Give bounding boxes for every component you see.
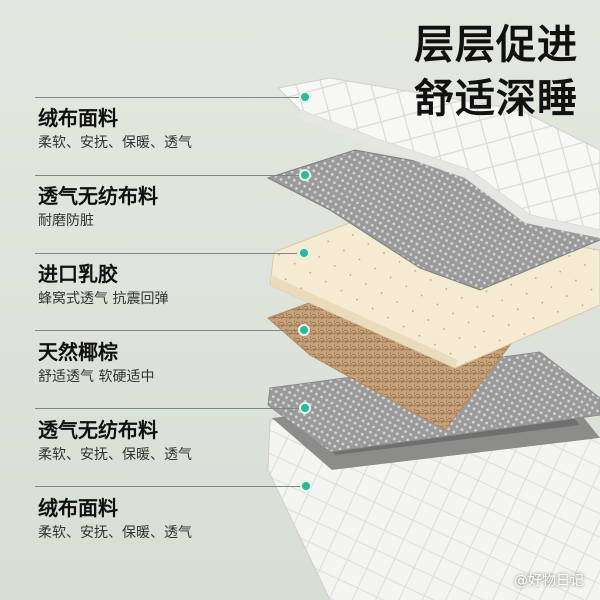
layer-1-marker-dot bbox=[299, 91, 311, 103]
layer-5-leader-line bbox=[35, 408, 302, 409]
layer-3-leader-line bbox=[35, 253, 297, 254]
layer-4-marker-dot bbox=[298, 324, 310, 336]
layer-5-marker-dot bbox=[299, 402, 311, 414]
layer-3-desc: 蜂窝式透气 抗震回弹 bbox=[38, 291, 169, 307]
layer-5-desc: 柔软、安抚、保暖、透气 bbox=[38, 447, 192, 463]
layer-2-marker-dot bbox=[299, 169, 311, 181]
layer-4-leader-line bbox=[35, 330, 300, 331]
headline-line1: 层层促进 bbox=[414, 22, 578, 68]
layer-2-desc: 耐磨防脏 bbox=[38, 213, 94, 229]
layer-2-leader-line bbox=[35, 175, 300, 176]
layer-3-marker-dot bbox=[298, 247, 310, 259]
layer-6-title: 绒布面料 bbox=[38, 496, 118, 520]
layer-1-title: 绒布面料 bbox=[38, 106, 118, 130]
layer-4-title: 天然椰棕 bbox=[38, 340, 118, 364]
watermark: @好物日记 bbox=[514, 573, 584, 589]
layer-6-leader-line bbox=[35, 486, 303, 487]
layer-4-desc: 舒适透气 软硬适中 bbox=[38, 369, 155, 385]
layer-1-leader-line bbox=[35, 97, 303, 98]
headline: 层层促进 舒适深睡 bbox=[414, 18, 578, 126]
layer-6-desc: 柔软、安抚、保暖、透气 bbox=[38, 525, 192, 541]
top-quilted-layer bbox=[276, 77, 600, 238]
layer-2-title: 透气无纺布料 bbox=[38, 184, 158, 208]
layer-3-title: 进口乳胶 bbox=[38, 262, 118, 286]
layer-5-title: 透气无纺布料 bbox=[38, 418, 158, 442]
headline-line2: 舒适深睡 bbox=[414, 76, 578, 122]
layer-6-marker-dot bbox=[300, 480, 312, 492]
layer-1-desc: 柔软、安抚、保暖、透气 bbox=[38, 135, 192, 151]
